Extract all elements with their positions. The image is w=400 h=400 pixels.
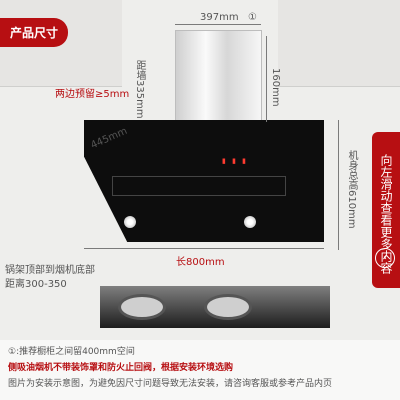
hood-width-line	[84, 248, 324, 249]
right-cabinet	[278, 0, 400, 87]
total-height-line	[338, 120, 339, 250]
page-title: 产品尺寸	[0, 18, 69, 47]
chimney-height-line	[266, 36, 267, 122]
footer-note-2: 侧吸油烟机不带装饰罩和防火止回阀，根据安装环境选购	[8, 363, 234, 373]
right-hood-light	[244, 216, 256, 228]
footer-note-3: 图片为安装示意图，为避免因尺寸问题导致无法安装，请咨询客服或参考产品内页	[8, 379, 333, 389]
control-panel-display: ▮ ▮ ▮	[222, 157, 249, 165]
top-note-marker: ①	[248, 12, 257, 23]
wall-distance-label: 距墙335mm	[134, 60, 145, 119]
swipe-arrow-icon: ‹	[375, 248, 395, 268]
hood-vent	[112, 176, 286, 196]
hood-chimney	[175, 30, 262, 124]
top-width-label: 397mm	[200, 12, 239, 23]
gas-stove	[100, 286, 330, 328]
footer-note-1: ①:推荐橱柜之间留400mm空间	[8, 347, 135, 357]
total-height-label: 机身总高610mm	[346, 150, 357, 229]
left-burner	[118, 294, 166, 320]
top-width-line	[175, 24, 261, 25]
range-distance-label: 锅架顶部到烟机底部	[5, 265, 95, 276]
footer-notes: ①:推荐橱柜之间留400mm空间 侧吸油烟机不带装饰罩和防火止回阀，根据安装环境…	[0, 340, 400, 400]
range-distance-value: 距离300-350	[5, 279, 67, 290]
right-burner	[204, 294, 252, 320]
side-gap-label: 两边预留≥5mm	[55, 89, 130, 100]
left-hood-light	[124, 216, 136, 228]
chimney-height-label: 160mm	[270, 68, 281, 107]
hood-width-label: 长800mm	[176, 257, 225, 268]
